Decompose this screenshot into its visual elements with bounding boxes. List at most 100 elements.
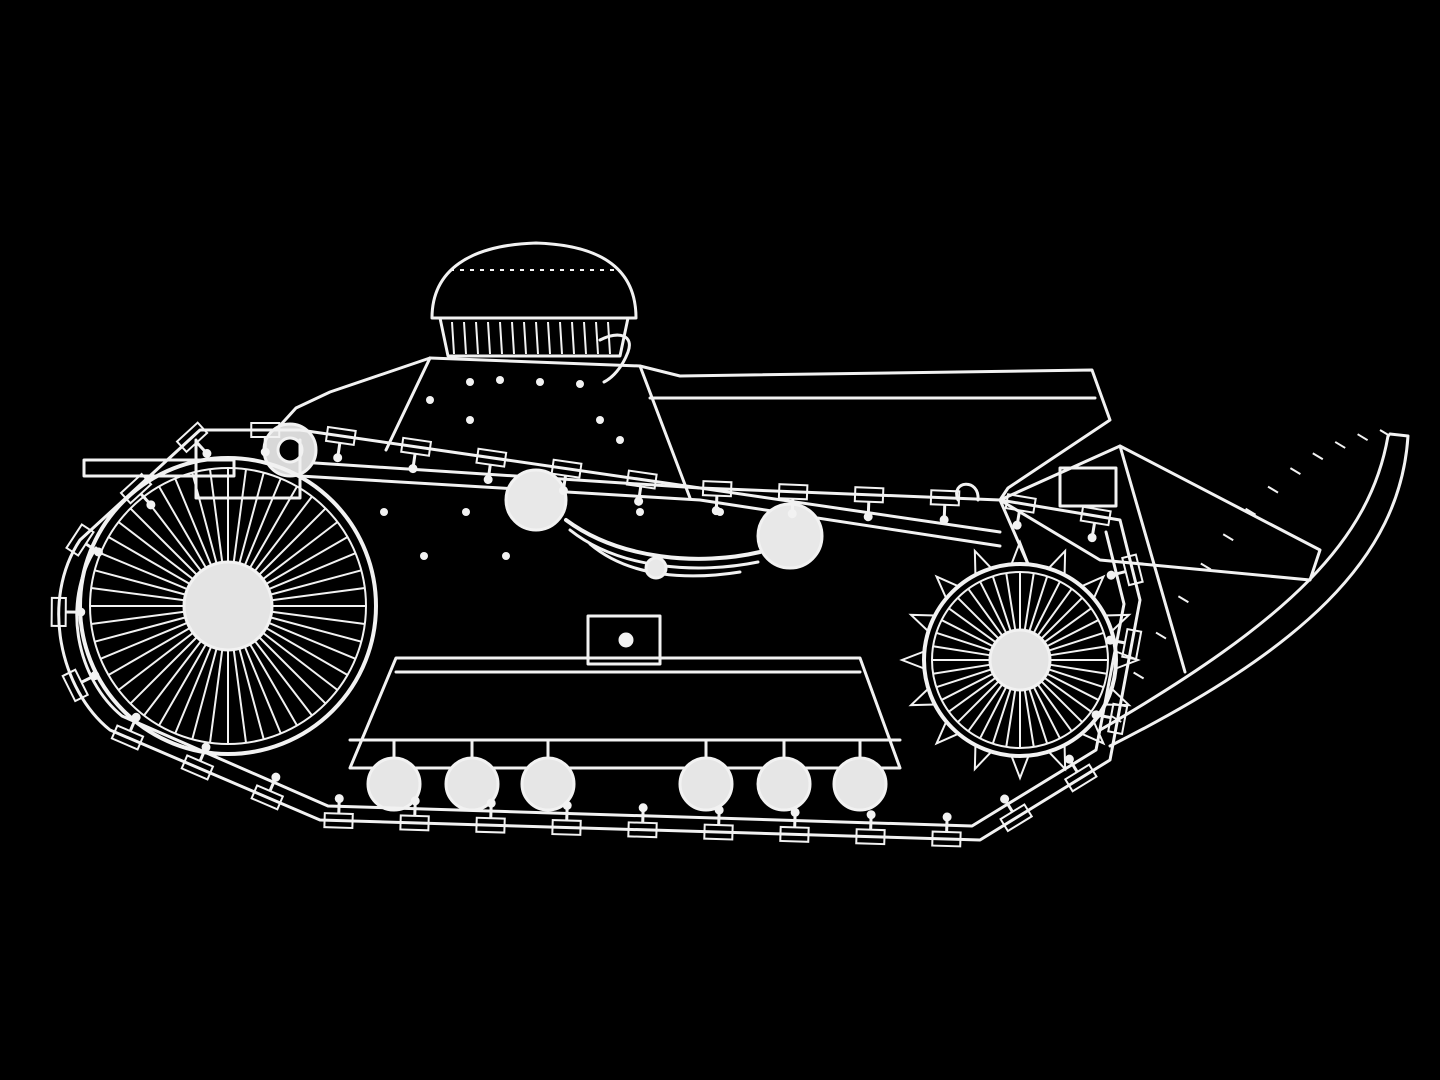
spring-shackle (644, 556, 668, 580)
bogie-frame (348, 656, 902, 770)
track-link (703, 805, 734, 841)
turret-vent-bar (487, 321, 491, 355)
track-link-pin (271, 772, 281, 782)
track-link-pin (131, 712, 141, 722)
turret-dome (430, 241, 638, 320)
front-wheel-spoke (100, 621, 188, 660)
rear-wheel-spoke (1032, 581, 1061, 634)
track-link-pin (787, 509, 797, 519)
tail-skid-rib (1200, 562, 1212, 571)
front-wheel-spoke (258, 636, 327, 705)
track-link-pin (410, 796, 420, 806)
track-link (855, 810, 886, 846)
front-wheel-spoke (271, 610, 365, 626)
rear-wheel-spoke (1036, 683, 1073, 732)
track-link-pin (1012, 520, 1022, 530)
track-link-pin (863, 512, 873, 522)
turret-vent-bar (595, 321, 599, 355)
tail-skid-rib (1177, 595, 1189, 604)
turret-vent-bar (535, 321, 539, 355)
track-link-plate (779, 825, 810, 843)
front-wheel-spoke (191, 648, 218, 740)
hull-rivet (496, 376, 504, 384)
front-wheel-spoke (208, 469, 224, 563)
road-wheel (832, 756, 888, 812)
front-wheel-spoke (258, 507, 327, 576)
track-outline (57, 428, 1142, 842)
track-link-pin (486, 798, 496, 808)
hull-rivet (616, 436, 624, 444)
rear-wheel-spoke (1023, 572, 1035, 631)
tail-skid-inner (1098, 434, 1390, 732)
front-wheel-spoke (262, 521, 339, 581)
track-link-plate (1107, 702, 1129, 736)
front-wheel-spoke (158, 485, 207, 569)
rear-wheel-spoke (1040, 597, 1083, 640)
sprocket-tooth (1010, 755, 1030, 781)
front-wheel-rim-outer (78, 456, 378, 756)
track-link-plate (1121, 627, 1143, 661)
hull-rivet (636, 508, 644, 516)
track-link-pin (866, 810, 876, 820)
rear-wheel-spoke (948, 607, 997, 644)
track-link (1106, 553, 1144, 587)
turret-vent-bar (559, 321, 563, 355)
track-link-plate (323, 812, 354, 830)
rear-wheel-spoke (941, 672, 994, 701)
track-link (1004, 493, 1037, 530)
track-link (931, 812, 962, 848)
track-link (777, 483, 809, 519)
track-link-pin (1087, 533, 1097, 543)
track-link-pin (76, 607, 86, 617)
sprocket-tooth (908, 687, 935, 707)
sprocket-tooth (1081, 721, 1106, 746)
turret-vent-bar (583, 321, 587, 355)
sprocket-tooth (1010, 539, 1030, 565)
track-link-plate (999, 803, 1034, 833)
rear-wheel-spoke (967, 588, 1004, 637)
hull-front-edge (384, 356, 432, 452)
rear-frame-strut (1118, 444, 1187, 674)
track-link-plate (399, 814, 430, 832)
hull-step-line (638, 364, 692, 500)
track-link (1105, 627, 1143, 661)
tail-skid-rib (1357, 433, 1369, 442)
track-link-pin (638, 803, 648, 813)
front-wheel-spoke (129, 636, 198, 705)
front-wheel-spoke (143, 640, 203, 717)
sprocket-tooth (973, 745, 993, 772)
front-wheel-spoke (243, 646, 282, 734)
track-link (119, 472, 156, 510)
front-wheel-spoke (270, 569, 362, 596)
front-wheel-spoke (238, 472, 265, 564)
front-wheel-spoke (232, 649, 248, 743)
track-link (175, 421, 212, 458)
rear-wheel-spoke (1028, 575, 1049, 632)
road-wheels (366, 740, 888, 812)
rear-wheel-spoke (991, 688, 1012, 745)
tail-skid-rib (1334, 441, 1346, 449)
track-link (475, 798, 506, 834)
front-wheel-spoke (249, 643, 298, 727)
track-link (323, 794, 354, 830)
track-link-pin (260, 447, 270, 457)
return-roller-rear (756, 502, 824, 570)
track-link-pin (202, 448, 212, 458)
bogie-bracket-bolt (618, 632, 634, 648)
tail-skid-outer (1108, 432, 1410, 748)
track-link (551, 800, 582, 836)
sprocket-tooth (934, 721, 959, 746)
rear-sprocket-wheel (899, 539, 1141, 781)
track-link-pin (90, 671, 100, 681)
track-link-plate (625, 469, 658, 490)
track-link-pin (408, 464, 418, 474)
tail-skid-rib (1155, 631, 1167, 640)
suspension (348, 468, 902, 812)
turret-vent-bars (451, 321, 611, 355)
front-wheel-spoke (238, 648, 265, 740)
rear-wheel-spoke (1040, 680, 1083, 723)
track-link-pin (1105, 635, 1115, 645)
front-wheel-spoke (262, 631, 339, 691)
track-link-plate (551, 819, 582, 836)
